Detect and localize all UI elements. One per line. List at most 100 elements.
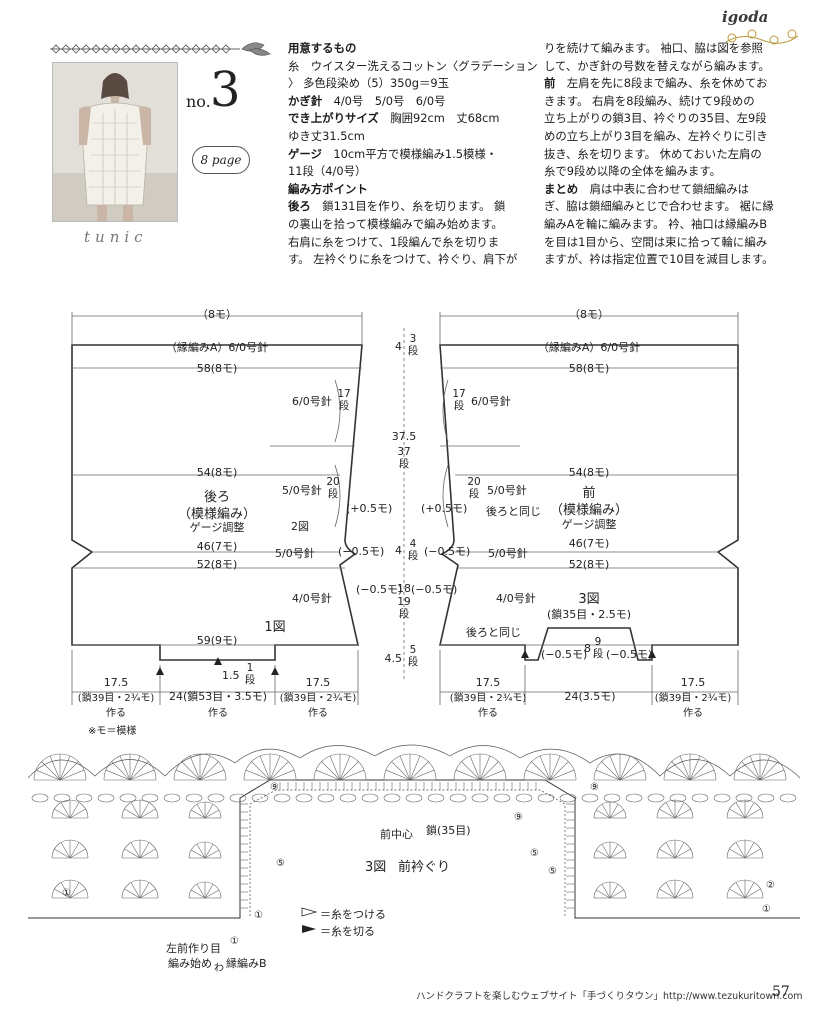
instructions-column-1: 用意するもの糸 ウイスター洗えるコットン〈グラデーション〉 多色段染め（5）35…	[288, 40, 538, 269]
front-bottom-mid: 24(3.5モ)	[564, 690, 616, 703]
instructions-column-2: りを続けて編みます。 袖口、脇は図を参照して、かぎ針の号数を替えながら編みます。…	[544, 40, 774, 269]
schematic-diagram	[71, 312, 739, 705]
round-marker: ⑤	[276, 858, 285, 869]
front-figure-3: 3図	[578, 592, 600, 607]
front-bottom-left: 17.5(鎖39目・2¾モ)作る	[449, 676, 527, 719]
front-gauge: ゲージ調整	[561, 518, 617, 531]
instruction-line: 右肩に糸をつけて、1段編んで糸を切りま	[288, 234, 500, 249]
instruction-line: ぎ、脇は鎖細編みとじで合わせます。 裾に縁	[544, 199, 774, 214]
front-needle-5a: 5/0号針	[487, 484, 527, 497]
instruction-line: 抜き、糸を切ります。 休めておいた左肩の	[544, 146, 762, 161]
instruction-line: かぎ針 4/0号 5/0号 6/0号	[288, 93, 446, 108]
crochet-neckline-chart	[27, 744, 801, 933]
front-needle-5b: 5/0号針	[488, 547, 528, 560]
front-pattern: （模様編み）	[549, 503, 629, 518]
instruction-line: 糸 ウイスター洗えるコットン〈グラデーション	[288, 58, 538, 73]
legend-cut-text: ＝糸を切る	[320, 925, 375, 938]
start-arrow-icon	[648, 650, 656, 658]
pattern-unit-note: ※モ＝模様	[88, 726, 137, 737]
back-bottom-right: 17.5(鎖39目・2¾モ)作る	[279, 676, 357, 719]
back-needle-6: 6/0号針	[292, 395, 332, 408]
chart-title: 前衿ぐり	[398, 860, 451, 875]
instruction-line: めの立ち上がり3目を編み、左衿ぐりに引き	[544, 128, 768, 143]
instruction-line: を目は1目から、空間は束に拾って輪に編み	[544, 234, 768, 249]
legend-attach-icon	[301, 907, 318, 917]
back-decrease-b: (−0.5モ)	[356, 583, 403, 596]
round-marker: ⑤	[530, 848, 539, 859]
back-border-label: （縁編みA）6/0号針	[165, 341, 269, 354]
front-neck-chain: (鎖35目・2.5モ)	[546, 608, 632, 621]
instruction-line: 〉 多色段染め（5）350g＝9玉	[288, 76, 449, 91]
page-reference-badge: 8 page	[192, 146, 250, 174]
start-arrow-icon	[156, 667, 164, 675]
instruction-line: の裏山を拾って模様編みで編み始めます。	[288, 216, 503, 231]
front-row-46: 46(7モ)	[568, 537, 610, 550]
instruction-line: 用意するもの	[288, 41, 357, 55]
flower-ornament-icon	[725, 29, 799, 45]
round-marker: ①	[762, 904, 771, 915]
front-needle-4: 4/0号針	[496, 592, 536, 605]
instruction-line: でき上がりサイズ 胸囲92cm 丈68cm	[288, 111, 500, 126]
back-bottom-mid: 24(鎖53目・3.5モ)作る	[168, 690, 268, 719]
chain-35-label: 鎖(35目)	[426, 824, 471, 837]
front-same-as-back-2: 後ろと同じ	[466, 626, 521, 639]
round-marker: ①	[254, 910, 263, 921]
model-photo	[52, 62, 178, 222]
back-decrease-a: (−0.5モ)	[338, 545, 385, 558]
front-row-58: 58(8モ)	[568, 362, 610, 375]
round-marker: ①	[230, 936, 239, 947]
instruction-line: 11段（4/0号）	[288, 164, 367, 179]
instruction-line: りを続けて編みます。 袖口、脇は図を参照	[544, 41, 763, 55]
start-arrow-icon	[271, 667, 279, 675]
instruction-line: まとめ 肩は中表に合わせて鎖細編みは	[544, 181, 750, 196]
instruction-line: きます。 右肩を8段編み、続けて9段めの	[544, 93, 755, 108]
legend-attach-text: ＝糸をつける	[320, 908, 386, 921]
instruction-line: す。 左衿ぐりに糸をつけて、衿ぐり、肩下が	[288, 252, 518, 267]
pattern-number: 3	[210, 62, 241, 118]
pattern-number-label: no.	[186, 92, 211, 111]
instruction-line: 編み方ポイント	[288, 181, 368, 196]
round-marker: ⑨	[590, 782, 599, 793]
round-marker: ⑨	[514, 812, 523, 823]
border-b-prefix: わ	[214, 963, 224, 974]
round-marker: ⑨	[270, 782, 279, 793]
front-decrease-b: (−0.5モ)	[541, 648, 588, 661]
lace-divider	[50, 42, 271, 56]
round-marker: ②	[766, 880, 775, 891]
leaf-ornament-icon	[241, 42, 271, 56]
instruction-line: ゲージ 10cm平方で模様編み1.5模様・	[288, 146, 498, 161]
front-increase: (+0.5モ)	[421, 502, 468, 515]
brand-logo: igoda	[722, 8, 769, 26]
start-arrow-icon	[521, 650, 529, 658]
back-bottom-left: 17.5(鎖39目・2¾モ)作る	[77, 676, 155, 719]
back-pattern: （模様編み）	[177, 507, 257, 522]
back-neck-dim: 1.5	[222, 669, 240, 682]
back-piece-outline	[71, 344, 363, 661]
border-b-label: 縁編みB	[226, 957, 267, 970]
front-row-54: 54(8モ)	[568, 466, 610, 479]
front-border-label: （縁編みA）6/0号針	[537, 341, 641, 354]
back-needle-4: 4/0号針	[292, 592, 332, 605]
instruction-line: 後ろ 鎖131目を作り、糸を切ります。 鎖	[288, 199, 506, 214]
dim-37-5: 37.5	[391, 430, 417, 443]
back-row-59: 59(9モ)	[196, 634, 238, 647]
back-gauge: ゲージ調整	[189, 521, 245, 534]
front-neck-8: 8	[584, 642, 591, 655]
start-note-2: 編み始め	[168, 957, 212, 970]
legend-cut-icon	[302, 925, 316, 933]
footer-site: ハンドクラフトを楽しむウェブサイト「手づくりタウン」http://www.tez…	[416, 991, 803, 1002]
dim-decrease: (−0.5モ)	[411, 583, 458, 596]
instruction-line: ますが、衿は指定位置で10目を減目します。	[544, 252, 774, 267]
dim-4a: 4	[395, 340, 402, 353]
front-top-width: （8モ）	[569, 308, 609, 321]
front-same-as-back-1: 後ろと同じ	[486, 505, 541, 518]
